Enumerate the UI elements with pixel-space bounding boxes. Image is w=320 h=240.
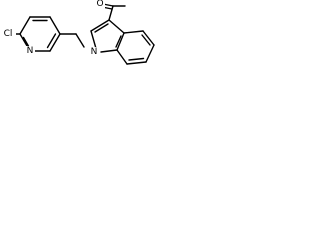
bond-c3-c3a bbox=[108, 19, 125, 34]
bond-c6-c7-indole-double bbox=[128, 57, 145, 61]
bond-c6-c7-indole bbox=[126, 61, 147, 65]
bond-c2-c3-indole-double bbox=[94, 23, 109, 33]
bond-c2-c3-indole bbox=[90, 19, 110, 32]
carbonyl-oxygen-label: O bbox=[96, 0, 103, 9]
chlorine-label: Cl bbox=[4, 29, 13, 39]
indole-nitrogen-label: N bbox=[91, 47, 98, 57]
bond-c3a-c7a bbox=[116, 32, 125, 51]
bond-c3a-c4 bbox=[123, 30, 144, 34]
structure-canvas: Cl N N O bbox=[0, 0, 161, 91]
pyridine-nitrogen-label: N bbox=[27, 46, 34, 56]
bond-c4-c5-indole-double bbox=[141, 34, 151, 46]
bond-c4-c5 bbox=[49, 16, 61, 35]
bond-c4-c5-indole bbox=[142, 30, 155, 46]
bond-c7a-n1 bbox=[100, 49, 118, 53]
atom-labels: Cl N N O bbox=[2, 0, 105, 58]
bond-c3-carbonyl bbox=[108, 5, 114, 21]
bond-c5-c6-indole bbox=[145, 44, 155, 63]
bond-n1-c2-double bbox=[22, 36, 30, 48]
bond-c3a-c7a-inner bbox=[115, 35, 122, 48]
bond-ch2-n-indole bbox=[75, 33, 85, 48]
bond-c7-c7a bbox=[116, 49, 128, 65]
chemical-structure: Cl N N O bbox=[2, 0, 155, 65]
bond-c5-c6-double bbox=[46, 33, 57, 49]
bonds bbox=[11, 3, 155, 65]
bond-c2-c3 bbox=[19, 16, 31, 35]
bond-c5-c6 bbox=[49, 33, 61, 52]
